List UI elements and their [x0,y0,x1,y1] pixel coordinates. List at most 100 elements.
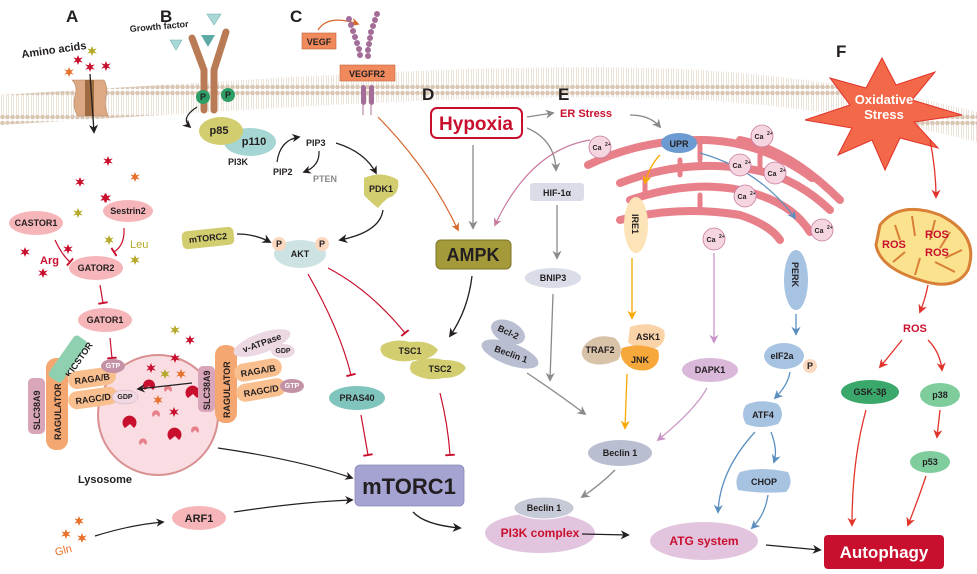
pi3k-complex-to-atg-arrow [581,530,630,540]
panel-label-d: D [422,85,434,104]
svg-text:TSC1: TSC1 [398,346,421,356]
lysosome-label: Lysosome [78,474,132,486]
svg-text:P: P [200,92,206,102]
svg-text:Ca: Ca [755,134,764,141]
panel-label-b: B [160,7,172,26]
p53-node: p53 [910,451,950,473]
er-stress-to-upr-arrow [629,114,662,129]
svg-text:p110: p110 [242,136,266,148]
ros-label: ROS [903,323,927,335]
svg-text:2+: 2+ [745,160,751,166]
oxidative-stress-to-mitochondria-arrow [929,139,941,199]
pip2-to-pip3-arrow [276,133,301,163]
ros-to-gsk3b-arrow [878,339,903,369]
svg-text:Ca: Ca [593,145,602,152]
atg-to-autophagy-arrow [765,544,822,554]
growth-factor-ligands [169,13,222,51]
svg-text:PI3K: PI3K [228,157,249,167]
sestrin2-node: Sestrin2 [103,200,153,222]
svg-text:PERK: PERK [790,262,800,288]
gator2-node: GATOR2 [69,256,123,280]
svg-text:CASTOR1: CASTOR1 [15,218,58,228]
bnip3-node: BNIP3 [525,268,581,288]
svg-text:DAPK1: DAPK1 [695,365,726,375]
vegfr2-node: VEGFR2 [339,64,396,82]
svg-text:p85: p85 [210,125,229,137]
svg-text:VEGFR2: VEGFR2 [349,69,385,79]
bnip3-to-beclin1-arrow [545,293,555,382]
jnk-to-beclin1-arrow [620,373,630,430]
akt-inhibits-tsc [327,267,410,337]
vegf-node: VEGF [301,32,337,50]
pip3-to-pip2-arrow [302,150,320,174]
svg-text:ARF1: ARF1 [185,513,214,525]
leu-label: Leu [130,239,148,251]
upr-node: UPR [661,133,697,153]
svg-text:P: P [319,239,325,249]
svg-text:ROS: ROS [925,229,949,241]
gln-to-arf1-arrow [94,518,165,537]
traf2-ask1-jnk-complex: TRAF2 ASK1 JNK [581,324,665,371]
bcl2-beclin1-complex: Bcl-2 Beclin 1 [481,319,539,369]
svg-text:2+: 2+ [750,191,756,197]
dapk1-node: DAPK1 [682,358,738,382]
receptor-phospho-right: P [221,88,235,102]
svg-text:RAGULATOR: RAGULATOR [53,383,63,440]
akt-inhibits-pras40 [307,273,356,378]
svg-text:PDK1: PDK1 [369,184,393,194]
svg-text:SLC38A9: SLC38A9 [202,370,212,410]
ragulator-left: RAGULATOR [46,358,68,450]
gln-stars [61,516,87,543]
svg-text:SLC38A9: SLC38A9 [32,390,42,430]
svg-text:Sestrin2: Sestrin2 [110,206,146,216]
svg-text:ASK1: ASK1 [636,332,660,342]
gtp-right: GTP [280,379,304,393]
svg-text:TRAF2: TRAF2 [586,345,615,355]
tsc1-node: TSC1 [380,340,438,362]
er-stress-label: ER Stress [560,108,612,120]
svg-text:PRAS40: PRAS40 [339,393,374,403]
svg-text:P: P [807,361,813,371]
castor1-inhibits-gator2 [54,239,74,267]
growth-factor-label: Growth factor [129,19,189,34]
svg-text:VEGF: VEGF [307,37,332,47]
pip3-label: PIP3 [306,138,326,148]
cell-membrane [0,67,977,142]
atg-system-node: ATG system [650,522,758,560]
svg-text:Beclin 1: Beclin 1 [603,448,638,458]
panel-label-a: A [66,7,78,26]
amino-acid-transporter [71,79,109,117]
svg-text:JNK: JNK [631,355,650,365]
mtorc1-to-pi3k-complex-arrow [412,511,462,532]
slc38a9-right: SLC38A9 [198,366,215,412]
svg-text:ATG system: ATG system [669,534,738,548]
hif1a-node: HIF-1α [530,183,584,201]
receptor-phospho-left: P [196,90,210,104]
calcium-to-ampk-arrow [494,139,591,227]
svg-text:RAGC/D: RAGC/D [75,391,112,406]
dapk1-to-beclin1-arrow [656,387,708,442]
slc38a9-efflux-arrow [136,382,193,393]
svg-text:ROS: ROS [925,247,949,259]
pdk1-node: PDK1 [364,174,399,208]
vegf-binding-arrow [317,17,360,31]
gdp-left: GDP [111,389,139,405]
svg-text:Ca: Ca [733,163,742,170]
ragc-d-right: RAGC/D [236,378,286,402]
svg-text:ROS: ROS [882,239,906,251]
svg-text:Ca: Ca [815,228,824,235]
svg-text:RAGULATOR: RAGULATOR [222,361,232,418]
svg-text:GTP: GTP [285,383,300,390]
gsk3b-to-autophagy-arrow [847,409,867,527]
upr-to-ire1-arrow [642,154,661,185]
panel-label-f: F [836,42,846,61]
ire1-node: IRE1 [624,197,648,253]
sestrin2-inhibits-gator2 [110,227,125,257]
akt-node: P P AKT [272,237,329,268]
svg-text:BNIP3: BNIP3 [540,273,567,283]
